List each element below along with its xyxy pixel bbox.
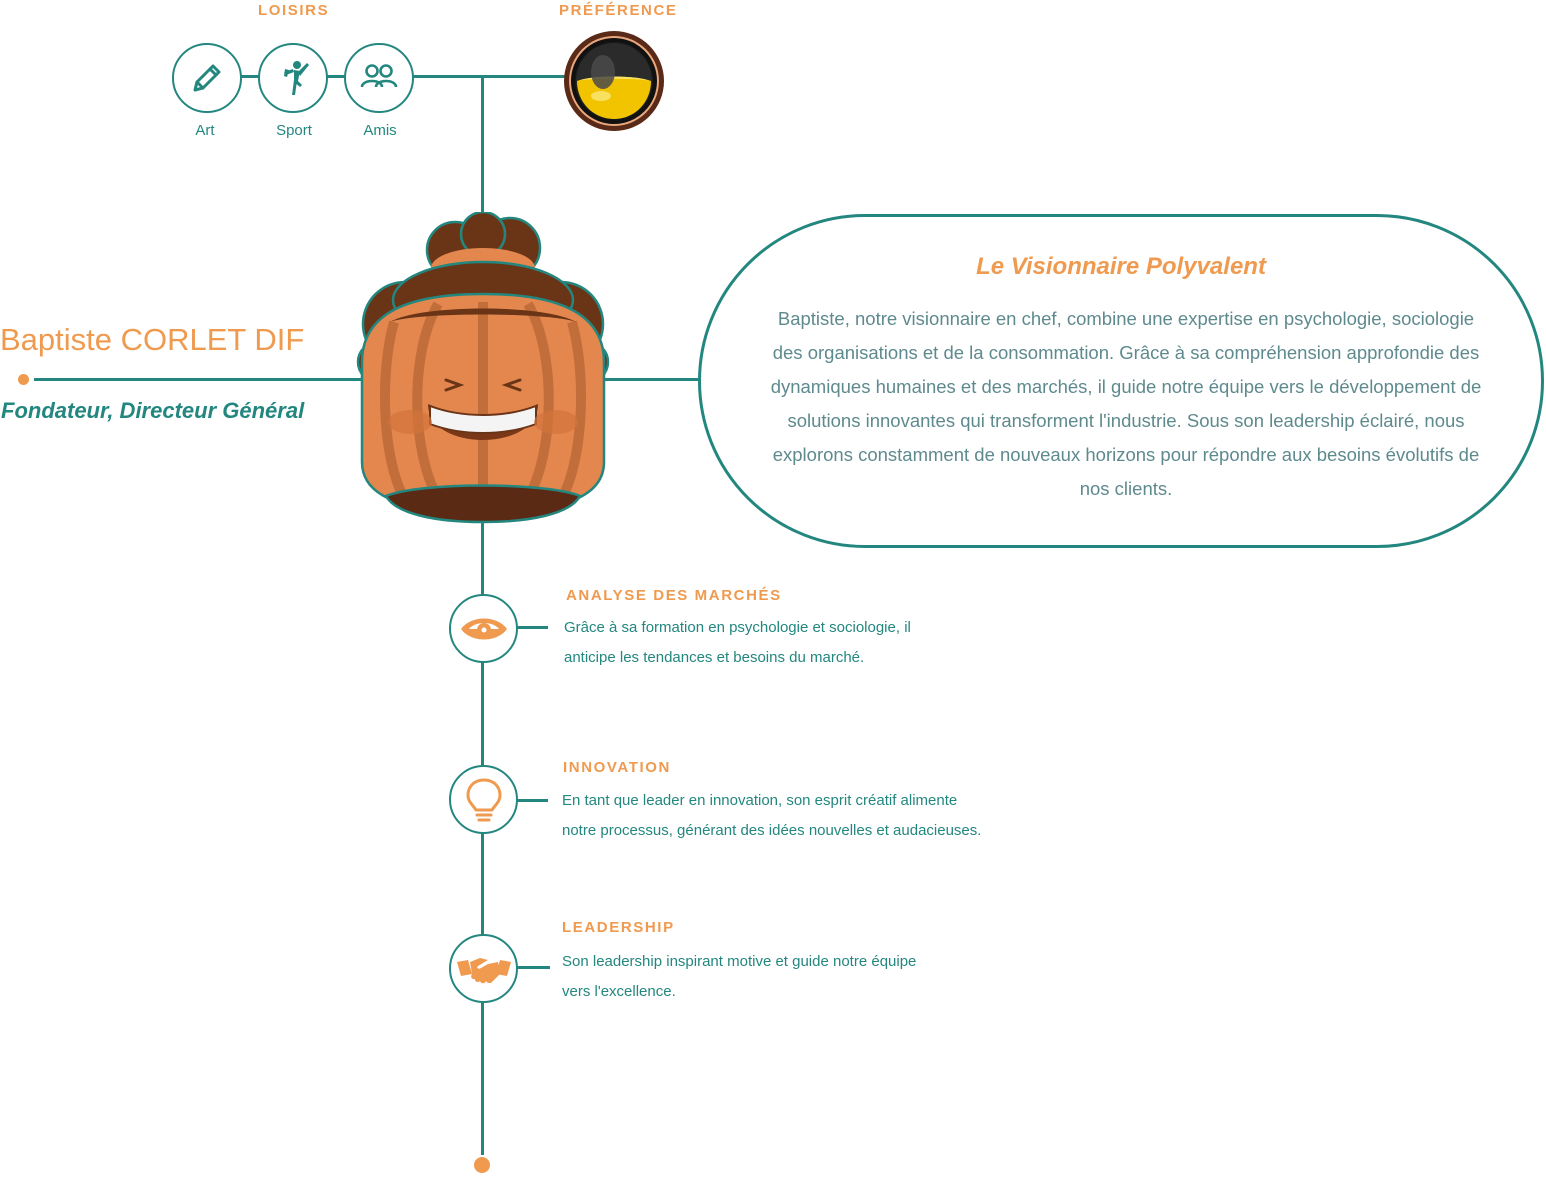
person-avatar [350, 210, 616, 524]
hobby-label-art: Art [195, 122, 215, 139]
skill-desc-line: anticipe les tendances et besoins du mar… [564, 649, 865, 666]
hobby-label-friends: Amis [363, 122, 397, 139]
bio-text: Baptiste, notre visionnaire en chef, com… [770, 308, 1482, 499]
name-line-dot [18, 374, 29, 385]
skill-title-market-analysis: ANALYSE DES MARCHÉS [566, 587, 782, 604]
pencil-icon [193, 64, 221, 92]
skill-connector-line [515, 626, 548, 629]
skill-connector-line [515, 966, 550, 969]
name-connector-line [34, 378, 364, 381]
skill-desc-market-analysis: Grâce à sa formation en psychologie et s… [564, 613, 911, 673]
hobby-label-sport: Sport [276, 122, 312, 139]
lightbulb-icon [466, 778, 501, 821]
bio-title: Le Visionnaire Polyvalent [976, 253, 1266, 280]
skill-desc-innovation: En tant que leader en innovation, son es… [562, 786, 981, 846]
skill-desc-line: Grâce à sa formation en psychologie et s… [564, 619, 911, 636]
skill-title-innovation: INNOVATION [563, 759, 671, 776]
handshake-icon [456, 957, 511, 983]
preference-badge[interactable] [563, 30, 665, 132]
skill-leadership-icon-circle[interactable] [449, 934, 518, 1003]
skill-desc-line: notre processus, générant des idées nouv… [562, 822, 982, 839]
hobby-art-button[interactable] [172, 43, 242, 113]
skill-market-analysis-icon-circle[interactable] [449, 594, 518, 663]
beer-glass-icon [564, 31, 664, 131]
bio-card: Le Visionnaire Polyvalent Baptiste, notr… [698, 214, 1544, 548]
friends-icon [360, 64, 398, 88]
skill-innovation-icon-circle[interactable] [449, 765, 518, 834]
preference-title: PRÉFÉRENCE [559, 2, 678, 19]
top-vertical-line [481, 75, 484, 225]
person-name: Baptiste CORLET DIF [0, 322, 305, 357]
hobbies-title: LOISIRS [258, 2, 330, 19]
laughing-character-avatar [356, 210, 610, 524]
skill-desc-leadership: Son leadership inspirant motive et guide… [562, 947, 916, 1007]
skill-connector-line [515, 799, 548, 802]
skill-desc-line: Son leadership inspirant motive et guide… [562, 953, 917, 970]
martial-arts-icon [284, 61, 309, 95]
timeline-end-dot [474, 1157, 490, 1173]
skill-desc-line: En tant que leader en innovation, son es… [562, 792, 958, 809]
hobby-friends-button[interactable] [344, 43, 414, 113]
skill-title-leadership: LEADERSHIP [562, 919, 675, 936]
bubble-connector-line [598, 378, 700, 381]
hobby-sport-button[interactable] [258, 43, 328, 113]
skill-desc-line: vers l'excellence. [562, 983, 676, 1000]
eye-icon [460, 618, 507, 639]
person-role: Fondateur, Directeur Général [1, 398, 305, 423]
